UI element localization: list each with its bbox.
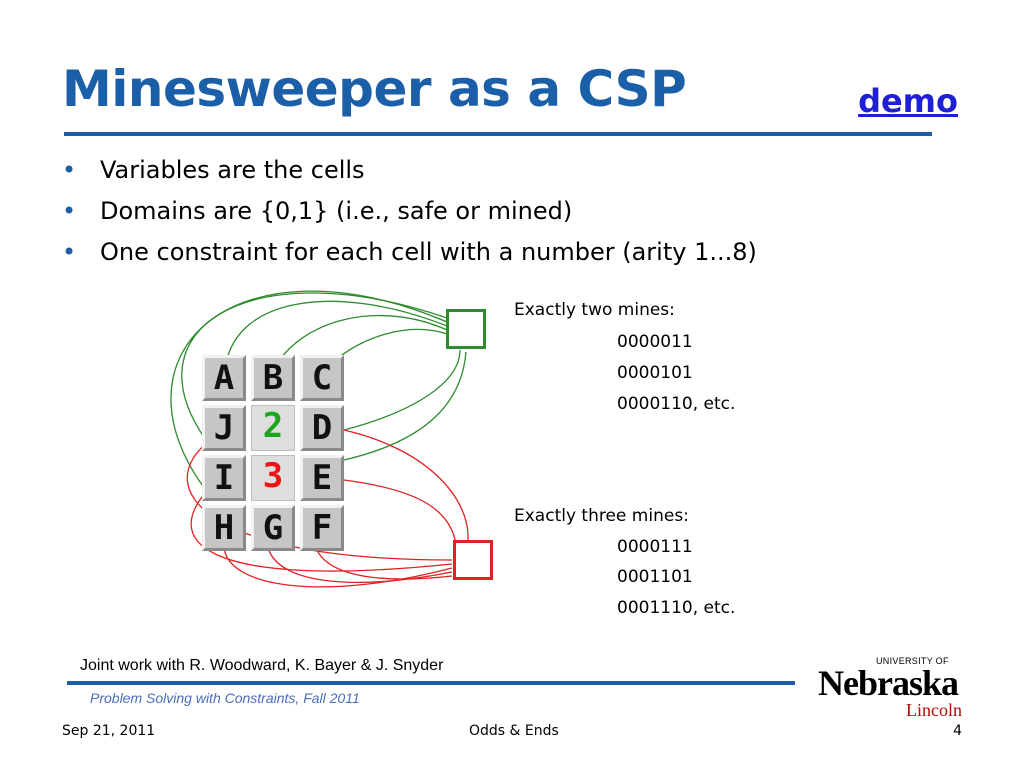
cell-j[interactable]: J [202,405,246,451]
bullet-list: • Variables are the cells • Domains are {0… [62,150,757,273]
cell-f[interactable]: F [300,505,344,551]
bullet-text: Variables are the cells [100,156,365,184]
cell-number-3: 3 [251,455,295,501]
cell-g[interactable]: G [251,505,295,551]
green-edge [343,349,461,431]
footer-date: Sep 21, 2011 [62,723,156,739]
logo-campus: Lincoln [906,700,962,720]
two-mines-heading: Exactly two mines: [514,300,675,320]
cell-d[interactable]: D [300,405,344,451]
cell-c[interactable]: C [300,355,344,401]
bullet-dot-icon: • [62,197,77,225]
title-divider [64,132,932,136]
demo-link[interactable]: demo [858,82,958,120]
green-edge [271,314,448,373]
red-edge [267,547,453,583]
three-mines-tuple: 0000111 [617,537,693,557]
university-logo: UNIVERSITY OF Nebraska Lincoln [818,656,968,720]
green-edge [170,290,448,499]
course-name: Problem Solving with Constraints, Fall 2… [90,690,360,706]
bullet-item-constraints: • One constraint for each cell with a num… [62,232,757,273]
cell-i[interactable]: I [202,455,246,501]
bullet-item-variables: • Variables are the cells [62,150,757,191]
green-edge [343,351,467,461]
cell-b[interactable]: B [251,355,295,401]
two-mines-tuple: 0000110, etc. [617,394,736,414]
slide-title: Minesweeper as a CSP [62,60,687,118]
red-edge [315,547,453,580]
green-constraint-node [446,309,486,349]
slide-number: 4 [953,723,962,739]
logo-name: Nebraska [818,663,959,703]
red-edge [190,477,453,572]
cell-a[interactable]: A [202,355,246,401]
bullet-dot-icon: • [62,156,77,184]
cell-number-2: 2 [251,405,295,451]
red-edge [223,547,453,588]
three-mines-heading: Exactly three mines: [514,506,689,526]
two-mines-tuple: 0000101 [617,363,693,383]
three-mines-tuple: 0001101 [617,567,693,587]
red-constraint-node [453,540,493,580]
green-edge [224,300,448,373]
cell-h[interactable]: H [202,505,246,551]
footer-topic: Odds & Ends [469,723,559,739]
bullet-item-domains: • Domains are {0,1} (i.e., safe or mined) [62,191,757,232]
footer-divider [67,681,795,685]
red-edge [343,429,469,541]
cell-e[interactable]: E [300,455,344,501]
credit-text: Joint work with R. Woodward, K. Bayer & … [80,657,444,674]
two-mines-tuple: 0000011 [617,332,693,352]
logo-university-of: UNIVERSITY OF [876,656,949,666]
bullet-text: Domains are {0,1} (i.e., safe or mined) [100,197,573,225]
bullet-dot-icon: • [62,238,77,266]
red-edge [343,479,457,545]
bullet-text: One constraint for each cell with a numb… [100,238,757,266]
three-mines-tuple: 0001110, etc. [617,598,736,618]
